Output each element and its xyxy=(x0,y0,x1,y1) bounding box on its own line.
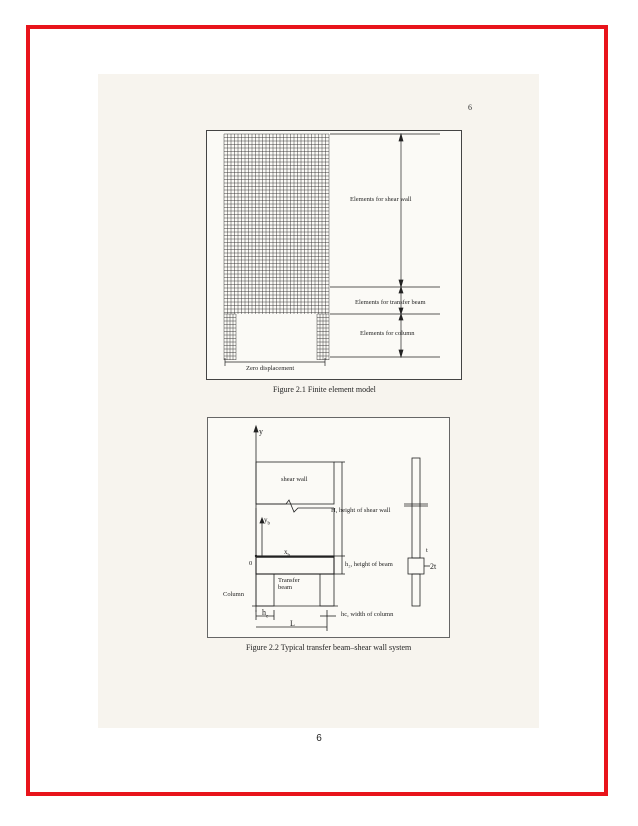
label-elements-transfer-beam: Elements for transfer beam xyxy=(355,299,426,306)
figure-2-1-caption: Figure 2.1 Finite element model xyxy=(273,385,376,394)
label-hc: hc xyxy=(262,608,269,620)
label-t-mark: t xyxy=(426,547,428,554)
label-column: Column xyxy=(223,591,244,598)
label-yb: yb xyxy=(264,516,270,527)
page-border xyxy=(26,25,608,796)
label-zero-displacement: Zero displacement xyxy=(246,365,295,372)
label-height-beam: h₂, height of beam xyxy=(345,561,393,568)
figure-2-2-frame xyxy=(207,417,450,638)
label-height-shear-wall: H, height of shear wall xyxy=(331,507,391,514)
label-y-axis: y xyxy=(259,427,263,436)
label-elements-shear-wall: Elements for shear wall xyxy=(350,196,412,203)
label-span-l: L xyxy=(290,619,295,628)
label-elements-column: Elements for column xyxy=(360,330,415,337)
page-number: 6 xyxy=(316,733,322,744)
scan-page-number: 6 xyxy=(468,103,472,112)
label-thickness: 2t xyxy=(430,562,437,571)
label-xb: xb xyxy=(284,548,290,559)
label-origin: 0 xyxy=(249,560,253,567)
figure-2-2-caption: Figure 2.2 Typical transfer beam–shear w… xyxy=(246,643,412,652)
label-shear-wall: shear wall xyxy=(281,476,308,483)
label-width-column: hc, width of column xyxy=(341,611,394,618)
